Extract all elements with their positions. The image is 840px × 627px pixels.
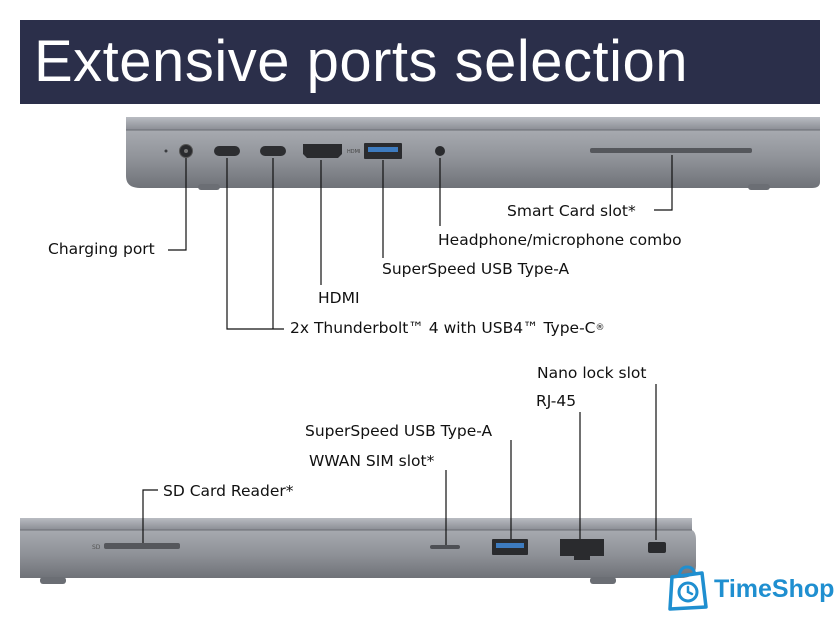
label-rj45: RJ-45: [536, 392, 577, 410]
registered-mark: ®: [595, 323, 605, 333]
label-wwan-sim-slot: WWAN SIM slot*: [309, 452, 435, 470]
laptop-right-side: SD: [20, 518, 696, 584]
label-nano-lock-slot: Nano lock slot: [537, 364, 647, 382]
label-headphone-combo: Headphone/microphone combo: [438, 231, 682, 249]
title-banner: Extensive ports selection: [20, 20, 820, 104]
logo-text: TimeShop: [714, 575, 835, 603]
page-title: Extensive ports selection: [34, 29, 689, 94]
label-charging-port: Charging port: [48, 240, 155, 258]
label-hdmi: HDMI: [318, 289, 360, 307]
thunderbolt-port-2-icon: [260, 146, 286, 156]
rj45-port-icon: [560, 539, 604, 560]
top-leader-lines: [168, 155, 673, 330]
timeshop-logo: TimeShop: [662, 563, 834, 615]
nano-lock-slot-icon: [648, 542, 666, 553]
smart-card-slot-icon: [590, 148, 752, 153]
label-sd-card-reader: SD Card Reader*: [163, 482, 294, 500]
sd-card-slot-icon: [104, 543, 180, 549]
thunderbolt-port-1-icon: [214, 146, 240, 156]
headphone-jack-icon: [435, 146, 445, 156]
led-indicator: [164, 149, 168, 153]
hdmi-marking: HDMI: [347, 149, 360, 155]
label-usb-a-bottom: SuperSpeed USB Type-A: [305, 422, 493, 440]
wwan-sim-slot-icon: [430, 545, 460, 549]
sd-marking: SD: [92, 544, 101, 551]
hdmi-port-icon: [303, 144, 342, 158]
laptop-left-side: HDMI: [126, 117, 820, 190]
label-thunderbolt: 2x Thunderbolt™ 4 with USB4™ Type-C®: [290, 318, 605, 338]
label-usb-a-top: SuperSpeed USB Type-A: [382, 260, 570, 278]
shopping-bag-clock-icon: [668, 565, 708, 611]
bottom-leader-lines: [142, 384, 657, 545]
label-smart-card-slot: Smart Card slot*: [507, 202, 636, 220]
label-thunderbolt-text: 2x Thunderbolt™ 4 with USB4™ Type-C: [290, 319, 596, 337]
